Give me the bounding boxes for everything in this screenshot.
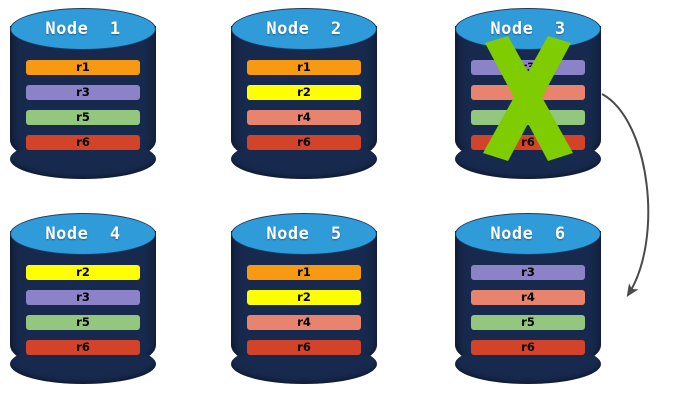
record-bar-list: r2 r3 r5 r6 [26, 265, 140, 355]
node-cylinder-2[interactable]: r1 r2 r4 r6 Node 2 [231, 8, 377, 183]
record-bar[interactable]: r5 [471, 315, 585, 330]
node-cylinder-4[interactable]: r2 r3 r5 r6 Node 4 [10, 213, 156, 388]
node-label: Node 1 [45, 19, 121, 39]
node-label: Node 2 [266, 19, 342, 39]
record-bar[interactable]: r6 [26, 340, 140, 355]
cylinder-top-ellipse [231, 213, 377, 255]
node-label: Node 3 [490, 19, 566, 39]
record-bar-list: r3 r4 r5 r6 [471, 265, 585, 355]
record-bar[interactable]: r3 [471, 265, 585, 280]
record-bar-list: r3 r4 r5 r6 [471, 60, 585, 150]
record-bar[interactable]: r1 [247, 265, 361, 280]
record-bar[interactable]: r1 [247, 60, 361, 75]
arrow-curve [601, 93, 650, 298]
record-bar[interactable]: r6 [247, 340, 361, 355]
node-label: Node 6 [490, 224, 566, 244]
cylinder-top-ellipse [455, 213, 601, 255]
cylinder-top-ellipse [10, 213, 156, 255]
record-bar[interactable]: r2 [26, 265, 140, 280]
cylinder-top-ellipse [10, 8, 156, 50]
record-bar[interactable]: r3 [471, 60, 585, 75]
node-cylinder-5[interactable]: r1 r2 r4 r6 Node 5 [231, 213, 377, 388]
record-bar-list: r1 r2 r4 r6 [247, 60, 361, 150]
node-label: Node 4 [45, 224, 121, 244]
record-bar[interactable]: r6 [247, 135, 361, 150]
record-bar[interactable]: r6 [471, 340, 585, 355]
record-bar[interactable]: r4 [247, 315, 361, 330]
record-bar[interactable]: r2 [247, 85, 361, 100]
record-bar[interactable]: r5 [471, 110, 585, 125]
node-cylinder-3[interactable]: r3 r4 r5 r6 Node 3 [455, 8, 601, 183]
record-bar[interactable]: r5 [26, 110, 140, 125]
record-bar[interactable]: r3 [26, 290, 140, 305]
record-bar[interactable]: r3 [26, 85, 140, 100]
record-bar[interactable]: r4 [471, 290, 585, 305]
record-bar[interactable]: r1 [26, 60, 140, 75]
node-cylinder-6[interactable]: r3 r4 r5 r6 Node 6 [455, 213, 601, 388]
record-bar[interactable]: r2 [247, 290, 361, 305]
node-label: Node 5 [266, 224, 342, 244]
record-bar-list: r1 r2 r4 r6 [247, 265, 361, 355]
record-bar-list: r1 r3 r5 r6 [26, 60, 140, 150]
record-bar[interactable]: r4 [471, 85, 585, 100]
cylinder-top-ellipse [231, 8, 377, 50]
record-bar[interactable]: r4 [247, 110, 361, 125]
record-bar[interactable]: r6 [471, 135, 585, 150]
node-cylinder-1[interactable]: r1 r3 r5 r6 Node 1 [10, 8, 156, 183]
record-bar[interactable]: r5 [26, 315, 140, 330]
record-bar[interactable]: r6 [26, 135, 140, 150]
